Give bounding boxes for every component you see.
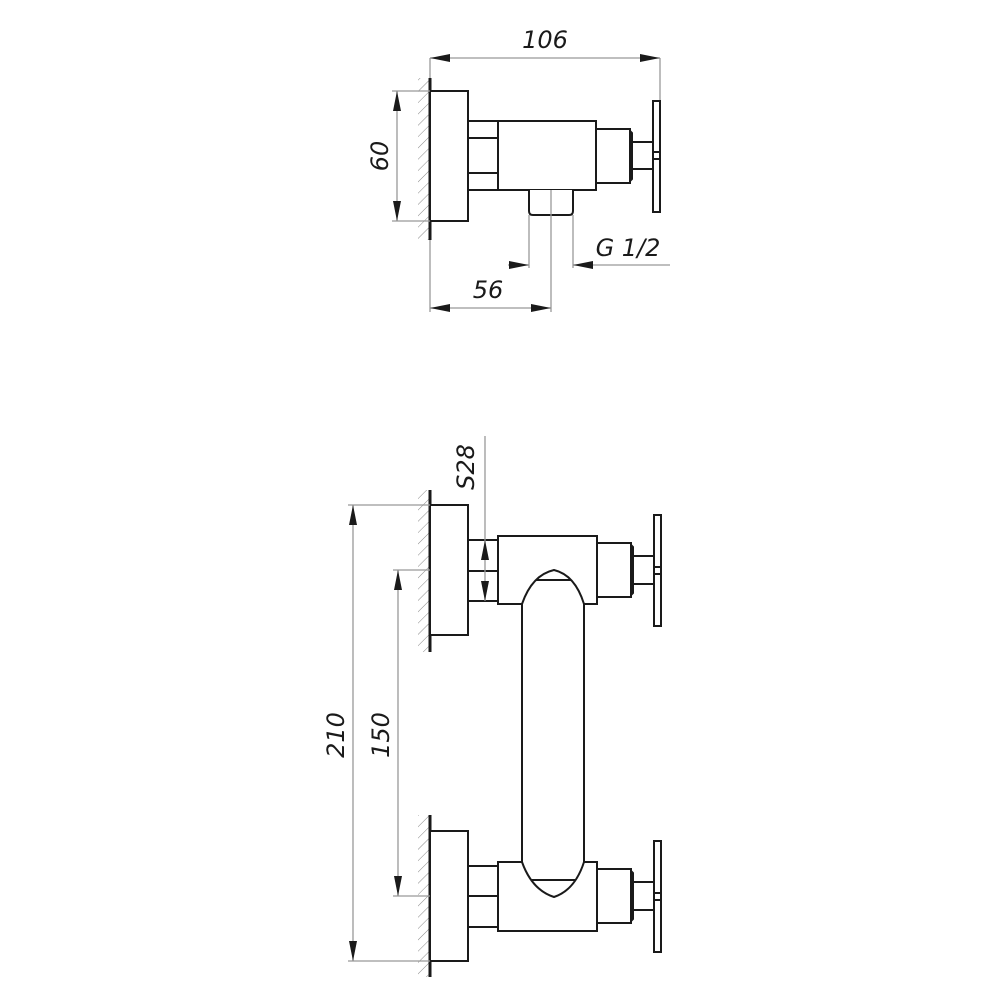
connecting-pipe xyxy=(521,579,585,881)
upper-flange xyxy=(429,504,469,636)
dimension-label-56: 56 xyxy=(473,276,504,304)
front-view: S28 210 150 xyxy=(322,436,662,977)
dimension-label-210: 210 xyxy=(322,712,350,758)
dimension-label-150: 150 xyxy=(367,712,395,758)
mixer-body xyxy=(497,120,597,191)
dimension-210: 210 xyxy=(322,504,430,962)
dimension-label-106: 106 xyxy=(522,26,568,54)
lower-flange xyxy=(429,830,469,962)
upper-stem xyxy=(632,555,655,585)
wall-hatch xyxy=(418,78,432,240)
side-view: 106 60 G 1/2 56 xyxy=(366,26,670,312)
lower-stem xyxy=(632,881,655,911)
dimension-60: 60 xyxy=(366,90,430,222)
dimension-g12: G 1/2 xyxy=(508,215,670,269)
upper-handle xyxy=(653,514,662,627)
dimension-label-60: 60 xyxy=(366,141,394,172)
upper-body xyxy=(497,535,598,605)
dimension-label-g12: G 1/2 xyxy=(596,234,661,262)
handle-stem xyxy=(631,141,654,170)
dimension-106: 106 xyxy=(429,26,661,100)
dimension-150: 150 xyxy=(367,569,430,897)
lower-body xyxy=(497,861,598,932)
upper-wall-hatch xyxy=(418,490,432,652)
upper-cartridge xyxy=(596,542,632,598)
dimension-label-s28: S28 xyxy=(452,444,480,490)
lower-cartridge xyxy=(596,868,632,924)
handle xyxy=(652,100,661,213)
lower-handle xyxy=(653,840,662,953)
dimension-s28: S28 xyxy=(452,436,489,601)
wall-flange xyxy=(429,90,469,222)
connector-nut xyxy=(467,120,499,191)
cartridge-housing xyxy=(595,128,631,184)
dimension-56: 56 xyxy=(429,190,552,312)
